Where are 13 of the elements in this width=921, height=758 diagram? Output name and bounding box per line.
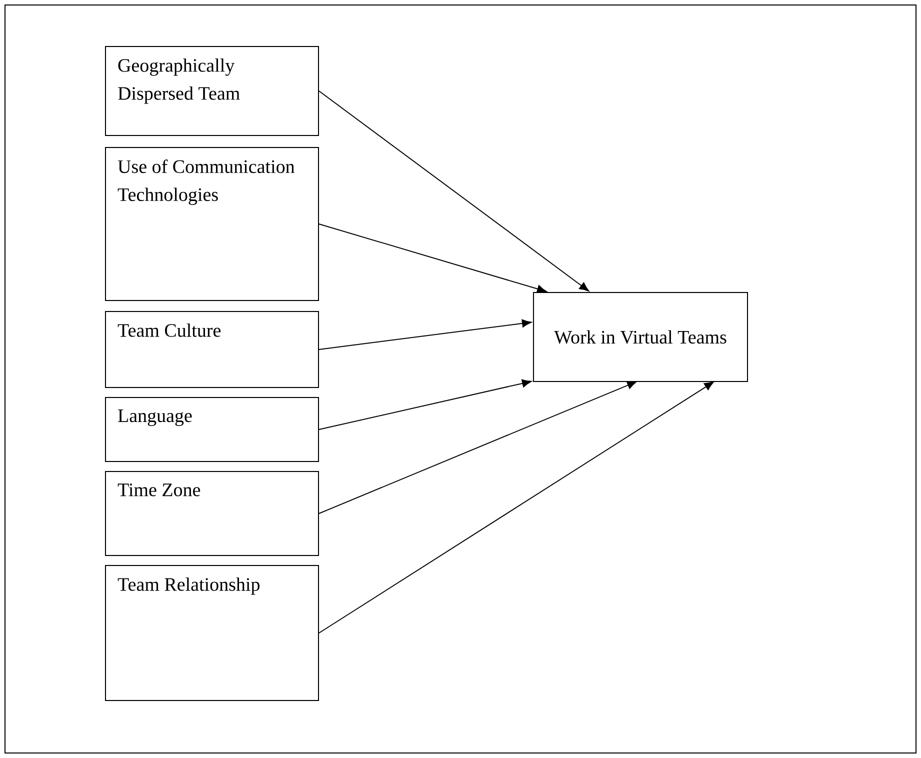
factor-box: Team Culture: [105, 311, 319, 388]
arrow: [318, 382, 714, 634]
factor-box: Team Relationship: [105, 565, 319, 701]
arrow: [318, 319, 532, 350]
arrow: [318, 224, 547, 293]
outcome-box: Work in Virtual Teams: [533, 292, 748, 382]
arrow: [318, 381, 637, 514]
factor-box: Geographically Dispersed Team: [105, 46, 319, 136]
arrow: [318, 90, 589, 292]
factor-box: Use of Communication Technologies: [105, 147, 319, 301]
factor-box: Language: [105, 397, 319, 462]
factor-box: Time Zone: [105, 471, 319, 556]
arrow: [318, 379, 532, 430]
